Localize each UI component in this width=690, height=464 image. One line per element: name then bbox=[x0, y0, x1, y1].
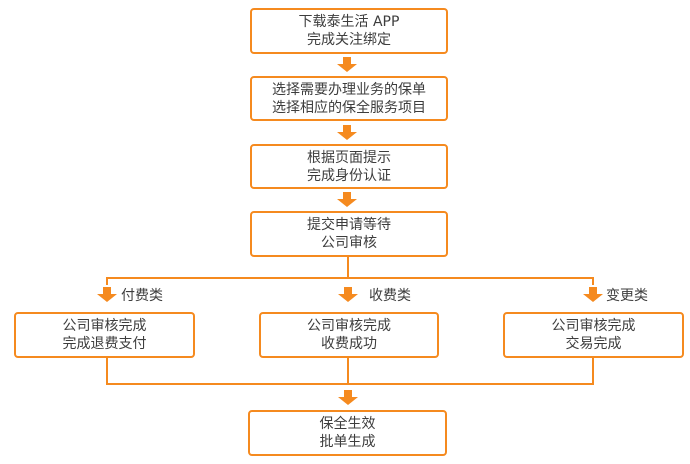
branch-label-charge: 收费类 bbox=[369, 288, 411, 304]
connector-branch-horizontal bbox=[106, 277, 594, 279]
step-identity-verification: 根据页面提示 完成身份认证 bbox=[250, 144, 448, 189]
step-line: 下载泰生活 APP bbox=[298, 14, 400, 30]
step-line: 保全生效 bbox=[319, 416, 376, 432]
arrow-down-icon bbox=[337, 125, 357, 140]
branch-box-payment: 公司审核完成 完成退费支付 bbox=[14, 312, 195, 358]
step-line: 提交申请等待 bbox=[307, 217, 391, 233]
step-line: 选择相应的保全服务项目 bbox=[272, 99, 426, 116]
branch-line: 收费成功 bbox=[321, 336, 377, 352]
arrow-down-icon bbox=[338, 287, 358, 302]
step-line: 公司审核 bbox=[321, 235, 377, 251]
arrow-down-icon bbox=[338, 390, 358, 405]
step-line: 完成身份认证 bbox=[307, 167, 391, 184]
step-endorsement-effective: 保全生效 批单生成 bbox=[248, 410, 447, 456]
step-line: 选择需要办理业务的保单 bbox=[272, 81, 426, 98]
step-line: 完成关注绑定 bbox=[307, 32, 391, 48]
branch-box-charge: 公司审核完成 收费成功 bbox=[259, 312, 439, 358]
branch-line: 公司审核完成 bbox=[62, 318, 147, 334]
branch-box-change: 公司审核完成 交易完成 bbox=[503, 312, 684, 358]
step-line: 根据页面提示 bbox=[307, 149, 391, 166]
arrow-down-icon bbox=[337, 192, 357, 207]
branch-line: 完成退费支付 bbox=[62, 336, 147, 352]
arrow-down-icon bbox=[97, 287, 117, 302]
branch-label-change: 变更类 bbox=[606, 288, 648, 304]
connector-middle-up bbox=[347, 356, 349, 385]
branch-line: 公司审核完成 bbox=[307, 318, 391, 334]
connector-merge-horizontal bbox=[106, 383, 594, 385]
branch-line: 交易完成 bbox=[565, 336, 622, 352]
connector-main-down bbox=[347, 255, 349, 278]
connector-right-up bbox=[592, 356, 594, 385]
step-select-policy: 选择需要办理业务的保单 选择相应的保全服务项目 bbox=[250, 76, 448, 121]
step-download-app: 下载泰生活 APP 完成关注绑定 bbox=[250, 8, 448, 54]
branch-label-payment: 付费类 bbox=[121, 288, 163, 304]
connector-left-up bbox=[106, 356, 108, 385]
step-submit-application: 提交申请等待 公司审核 bbox=[250, 211, 448, 257]
step-line: 批单生成 bbox=[319, 434, 376, 450]
connector-left-down bbox=[106, 277, 108, 285]
connector-right-down bbox=[592, 277, 594, 285]
arrow-down-icon bbox=[337, 57, 357, 72]
arrow-down-icon bbox=[583, 287, 603, 302]
branch-line: 公司审核完成 bbox=[551, 318, 636, 334]
